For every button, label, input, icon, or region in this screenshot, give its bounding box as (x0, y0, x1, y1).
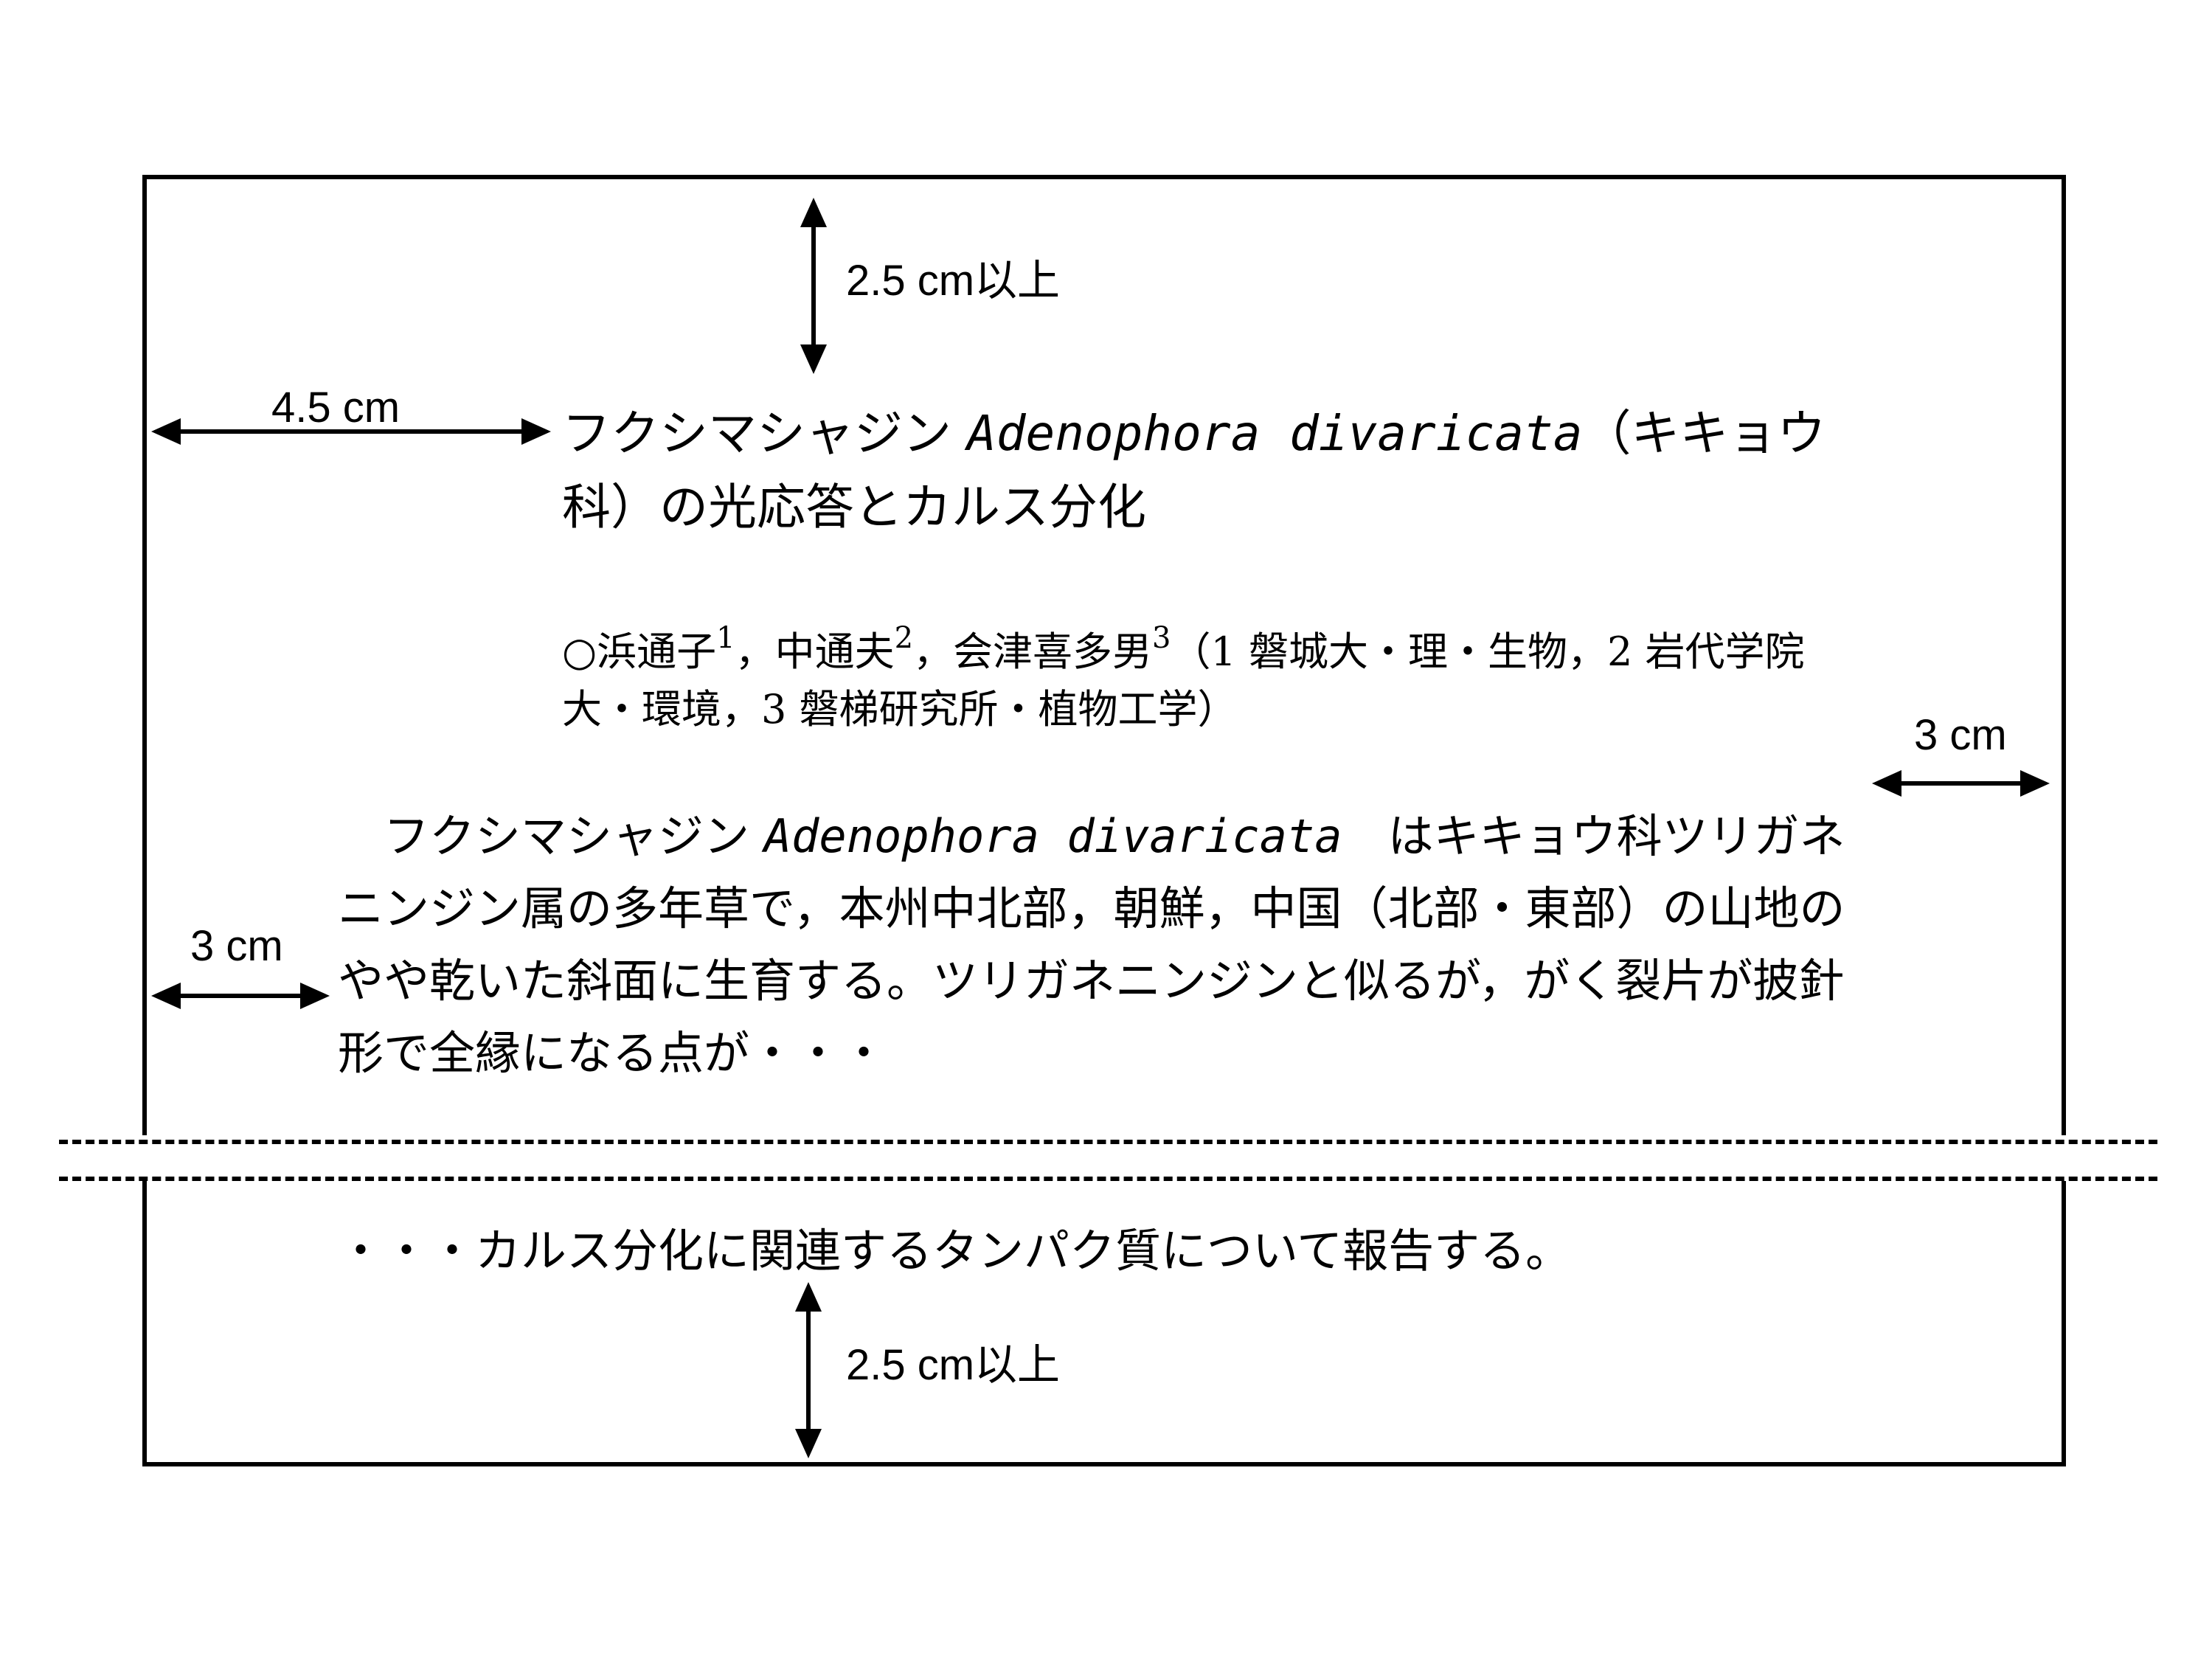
abstract-ending: ・・・カルス分化に関連するタンパク質について報告する。 (338, 1224, 1572, 1278)
left-margin-label: 3 cm (190, 922, 283, 970)
page-break-line-top (59, 1140, 2157, 1144)
bottom-margin-label: 2.5 cm以上 (846, 1341, 1061, 1389)
abstract-text: はキキョウ科ツリガネニンジン属の多年草で，本州中北部，朝鮮，中国（北部・東部）の… (338, 809, 1845, 1080)
page-break-line-bottom (59, 1177, 2157, 1181)
abstract-body: フクシマシャジン Adenophora divaricata はキキョウ科ツリガ… (338, 800, 1887, 1090)
title-species: Adenophora divaricata (966, 405, 1583, 462)
author-3: 会津喜多男 (953, 628, 1153, 675)
left-title-indent-label: 4.5 cm (271, 384, 401, 432)
abstract-species: Adenophora divaricata (763, 809, 1342, 863)
presenter-marker: ○ (562, 628, 597, 675)
author-1: 浜通子 (597, 628, 717, 675)
author-3-affil: 3 (1152, 621, 1171, 655)
author-block: ○浜通子1，中通夫2，会津喜多男3（1 磐城大・理・生物，2 岩代学院大・環境，… (562, 623, 1816, 738)
abstract-lead: フクシマシャジン (338, 809, 764, 863)
page-frame (142, 175, 2066, 1466)
author-1-affil: 1 (716, 621, 735, 655)
author-2: 中通夫 (774, 628, 895, 675)
right-margin-label: 3 cm (1914, 711, 2007, 759)
top-margin-label: 2.5 cm以上 (846, 257, 1061, 305)
author-separator: ， (913, 628, 954, 675)
title-part2: （キキョウ科）の光応答とカルス分化 (562, 405, 1826, 536)
abstract-title: フクシマシャジン Adenophora divaricata（キキョウ科）の光応… (562, 397, 1890, 544)
title-part1: フクシマシャジン (562, 405, 967, 462)
author-separator: ， (735, 628, 775, 675)
affiliations: （1 磐城大・理・生物，2 岩代学院大・環境，3 磐梯研究所・植物工学） (562, 628, 1805, 732)
author-2-affil: 2 (894, 621, 914, 655)
